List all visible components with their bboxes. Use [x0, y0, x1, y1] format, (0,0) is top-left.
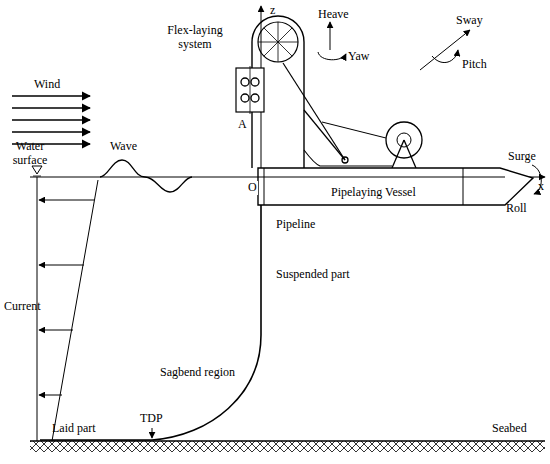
region-label: Sagbend region [160, 366, 235, 380]
wave-label: Wave [110, 140, 137, 154]
motion-label: Roll [506, 202, 527, 216]
current-label: Current [4, 300, 41, 314]
origin-label: O [247, 181, 258, 195]
vessel-label: Pipelaying Vessel [330, 186, 417, 200]
motion-label: Heave [318, 8, 349, 22]
tdp-label: TDP [140, 412, 163, 426]
pipeline-label: Pipeline [276, 218, 315, 232]
part-label: Suspended part [276, 268, 350, 282]
seabed-label: Seabed [492, 422, 527, 436]
motion-label: Sway [456, 14, 483, 28]
axis-label: x [538, 180, 544, 194]
motion-label: Surge [508, 150, 536, 164]
equipment-label: Flex-laying system [160, 24, 230, 52]
wind-label: Wind [34, 78, 60, 92]
motion-label: Pitch [462, 58, 487, 72]
point-label: A [238, 118, 247, 132]
part-label: Laid part [52, 422, 96, 436]
surface-label: Water surface [2, 140, 58, 168]
motion-label: Yaw [348, 50, 369, 64]
axis-label: z [270, 4, 275, 18]
